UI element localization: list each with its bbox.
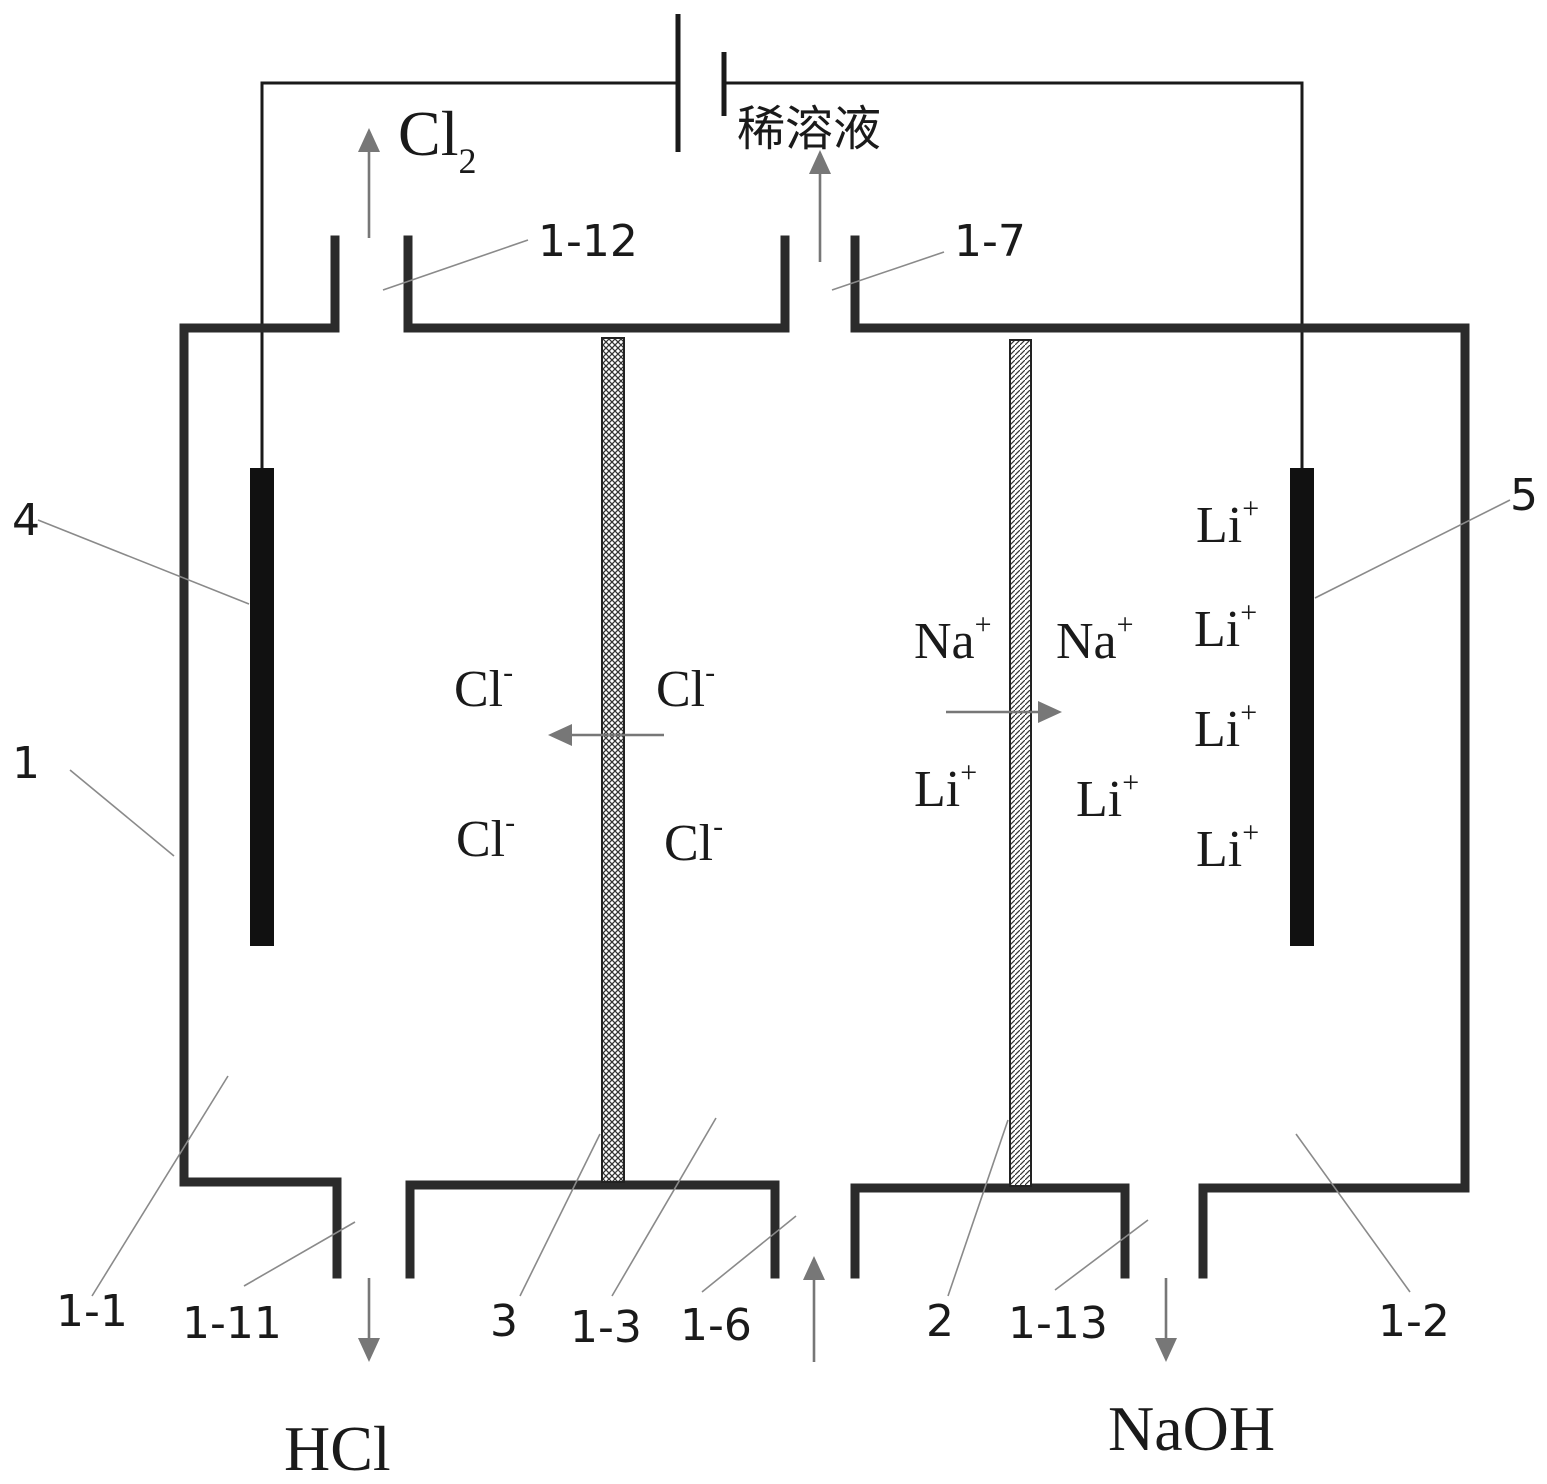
hcl-label: HCl [284,1413,391,1484]
flow-arrows [358,128,1177,1362]
cathode-electrode [1290,468,1314,946]
leader-1-7 [831,251,945,291]
lithium-ion: Li+ [1196,816,1259,878]
cl2-label: Cl2 [398,98,476,181]
anode-electrode [250,468,274,946]
sodium-ion: Na+ [914,608,992,670]
leader-1-2 [1295,1133,1411,1293]
dilute-solution-label: 稀溶液 [737,101,881,157]
dilute-arrowhead [809,150,831,174]
part-label-4: 4 [12,495,40,546]
leader-3 [519,1133,601,1297]
lithium-ion: Li+ [1076,766,1139,828]
leader-2 [947,1119,1009,1297]
cation-migration-arrowhead [1038,701,1062,723]
leader-1 [69,769,175,857]
leader-1-12 [382,239,529,291]
part-label-2: 2 [926,1296,954,1347]
bottom-wall-left [179,1177,342,1279]
part-label-1-1: 1-1 [56,1286,128,1337]
lithium-ion: Li+ [1196,492,1259,554]
leader-5 [1314,499,1511,599]
top-wall-right [850,235,1470,1190]
part-label-1: 1 [12,738,40,789]
hcl-arrowhead [358,1338,380,1362]
chloride-migration-arrowhead [548,724,572,746]
lithium-ion: Li+ [914,756,977,818]
lithium-ion: Li+ [1194,596,1257,658]
leader-1-3 [611,1117,717,1297]
naoh-label: NaOH [1108,1393,1275,1464]
top-wall-left [179,235,340,1185]
naoh-arrowhead [1155,1338,1177,1362]
leader-1-11 [243,1221,356,1287]
leader-1-13 [1054,1219,1149,1291]
feed-arrowhead [803,1256,825,1280]
cell-walls [179,235,1470,1279]
part-label-1-13: 1-13 [1008,1298,1108,1349]
sodium-ion: Na+ [1056,608,1134,670]
top-wall-middle [403,235,790,333]
cation-membrane [1009,339,1032,1187]
part-label-1-6: 1-6 [680,1300,752,1351]
bottom-wall-right-middle [850,1183,1130,1279]
cl2-arrowhead [358,128,380,152]
wire-right [724,81,1304,470]
part-label-3: 3 [490,1296,518,1347]
part-label-1-2: 1-2 [1378,1296,1450,1347]
chloride-ion: Cl- [664,810,723,872]
part-label-1-7: 1-7 [954,216,1026,267]
chloride-ion: Cl- [456,806,515,868]
bottom-wall-middle [405,1180,780,1279]
chloride-ion: Cl- [656,656,715,718]
leader-4 [37,519,250,605]
leader-lines [37,239,1511,1297]
chloride-ion: Cl- [454,656,513,718]
power-circuit [260,14,1304,470]
bottom-wall-right [1198,1183,1470,1279]
part-label-1-12: 1-12 [538,216,638,267]
wire-left [260,81,678,470]
lithium-ion: Li+ [1194,696,1257,758]
part-label-5: 5 [1510,470,1538,521]
leader-1-6 [701,1215,797,1293]
part-label-1-11: 1-11 [182,1298,282,1349]
leader-1-1 [91,1075,229,1297]
anion-membrane [601,337,625,1183]
part-label-1-3: 1-3 [570,1302,642,1353]
